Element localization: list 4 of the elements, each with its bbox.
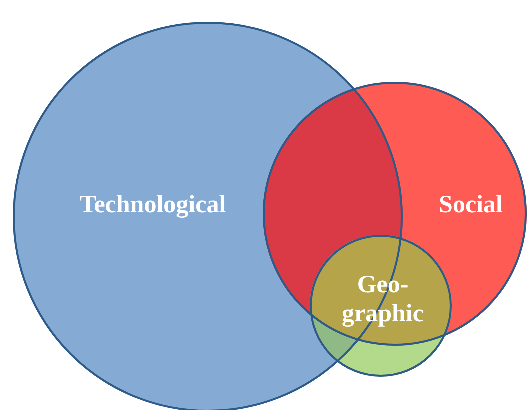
set-label: Technological [78, 192, 228, 220]
set-label: Social [438, 192, 504, 220]
set-circle [310, 235, 452, 377]
set-circle [263, 82, 527, 346]
